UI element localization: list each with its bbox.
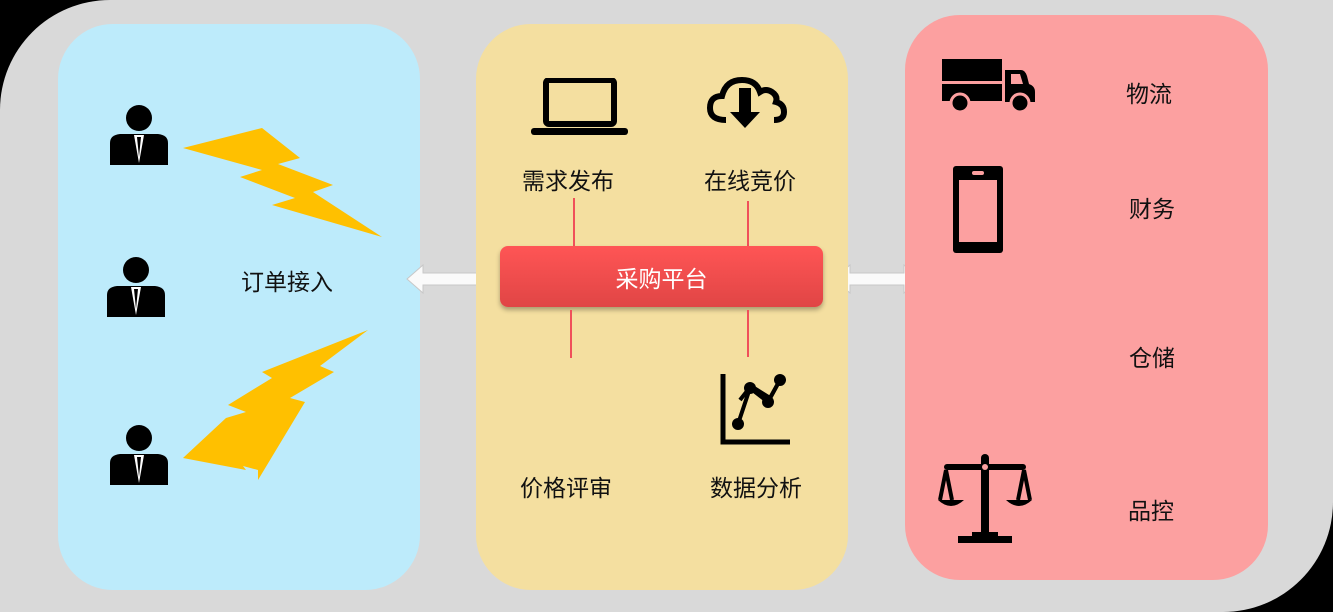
finance-label: 财务 <box>1129 197 1175 223</box>
line-chart-icon <box>720 374 790 445</box>
laptop-icon <box>531 78 628 135</box>
connector-line <box>747 310 749 357</box>
order-intake-label: 订单接入 <box>241 270 333 296</box>
demand-publish-label: 需求发布 <box>522 169 614 195</box>
lightning-icon <box>183 330 368 480</box>
connector-line <box>747 201 749 246</box>
price-review-label: 价格评审 <box>520 476 612 502</box>
cloud-download-icon <box>706 76 788 128</box>
procurement-panel <box>476 24 848 590</box>
lightning-icon <box>183 128 382 237</box>
quality-control-label: 品控 <box>1128 499 1174 525</box>
truck-icon <box>942 59 1035 114</box>
logistics-label: 物流 <box>1126 82 1172 108</box>
data-analysis-label: 数据分析 <box>710 476 802 502</box>
online-bidding-label: 在线竞价 <box>704 169 796 195</box>
procurement-platform-button[interactable]: 采购平台 <box>500 246 823 307</box>
connector-line <box>573 198 575 246</box>
person-icon <box>110 425 168 485</box>
warehouse-label: 仓储 <box>1129 346 1175 372</box>
person-icon <box>107 257 165 317</box>
phone-icon <box>953 166 1003 253</box>
scale-icon <box>938 454 1032 543</box>
connector-line <box>570 310 572 358</box>
person-icon <box>110 105 168 165</box>
